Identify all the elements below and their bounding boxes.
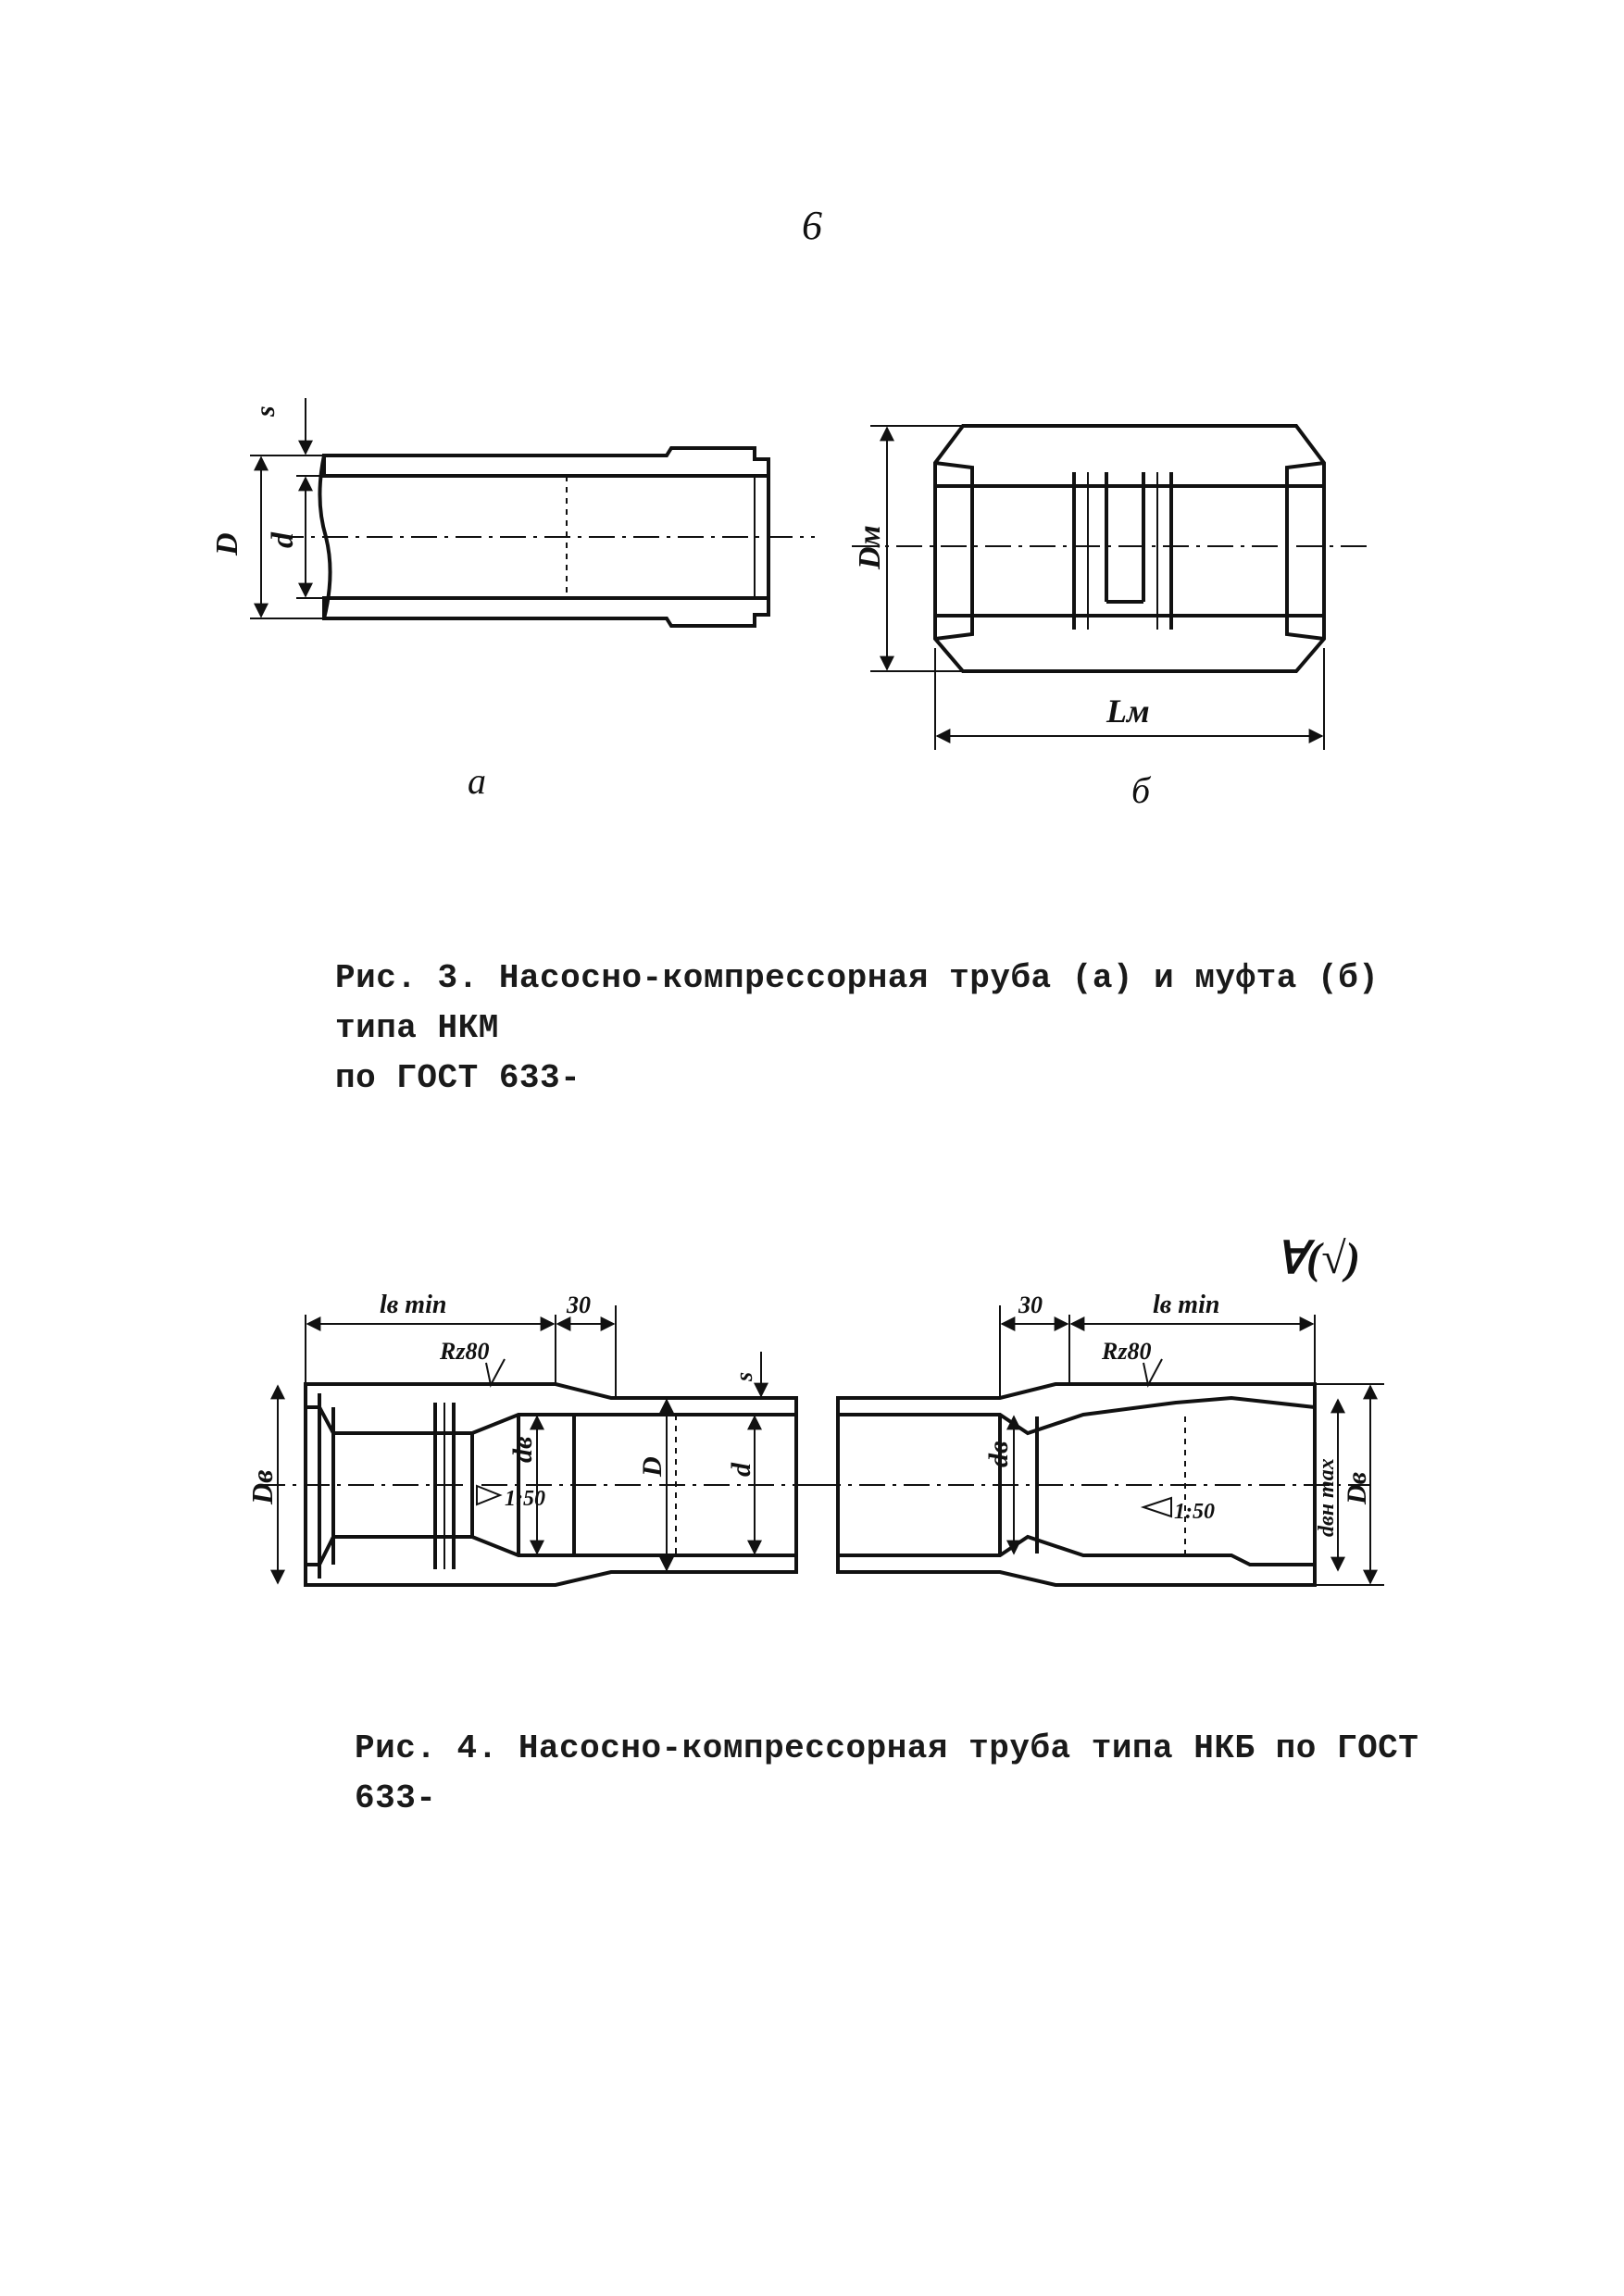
fig4-left-taper: 1:50 bbox=[505, 1487, 545, 1511]
fig4-left-s: s bbox=[731, 1372, 757, 1382]
fig4-left-30: 30 bbox=[566, 1292, 591, 1318]
fig3-coupling-drawing: Dм Lм bbox=[852, 424, 1370, 750]
fig3-sub-b: б bbox=[1131, 769, 1151, 811]
fig3-label-s: s bbox=[250, 406, 281, 418]
fig4-right-Dv: Dв bbox=[1342, 1472, 1372, 1505]
fig4-right-drawing: 1:50 30 lв min Rz80 dв dвн max Dв ∀(√) bbox=[815, 1234, 1384, 1587]
fig3-label-D: D bbox=[210, 532, 244, 556]
page-number: 6 bbox=[802, 203, 822, 248]
fig3-label-Dm: Dм bbox=[853, 525, 887, 570]
fig4-right-30: 30 bbox=[1018, 1292, 1043, 1318]
fig4-right-taper: 1:50 bbox=[1174, 1500, 1215, 1524]
fig3-sub-a: a bbox=[468, 760, 486, 802]
fig4-left-Dv: Dв bbox=[245, 1470, 279, 1505]
fig4-left-lv-min: lв min bbox=[380, 1291, 446, 1319]
fig3-label-d: d bbox=[266, 531, 300, 548]
fig3-caption-line2: по ГОСТ 633- bbox=[335, 1059, 581, 1097]
fig3-caption-line1: Рис. 3. Насосно-компрессорная труба (а) … bbox=[335, 959, 1380, 1047]
fig3-pipe-drawing: s D d bbox=[210, 398, 815, 628]
fig4-left-d: d bbox=[726, 1462, 756, 1477]
fig4-left-drawing: 1:50 lв min 30 Rz80 s Dв dв D d bbox=[245, 1291, 833, 1587]
fig4-caption: Рис. 4. Насосно-компрессорная труба типа… bbox=[355, 1729, 1419, 1817]
fig4-right-lv-min: lв min bbox=[1153, 1291, 1219, 1319]
fig4-left-rz80: Rz80 bbox=[439, 1338, 489, 1365]
fig4-left-dv: dв bbox=[507, 1437, 538, 1463]
fig4-roughness-mark: ∀(√) bbox=[1276, 1234, 1360, 1283]
fig3-caption: Рис. 3. Насосно-компрессорная труба (а) … bbox=[335, 954, 1446, 1104]
fig4-left-D: D bbox=[637, 1456, 668, 1478]
fig4-right-dv: dв bbox=[983, 1441, 1014, 1467]
fig4-right-rz80: Rz80 bbox=[1101, 1338, 1151, 1365]
fig3-label-Lm: Lм bbox=[1106, 693, 1150, 730]
fig4-right-dvn-max: dвн max bbox=[1315, 1458, 1339, 1537]
